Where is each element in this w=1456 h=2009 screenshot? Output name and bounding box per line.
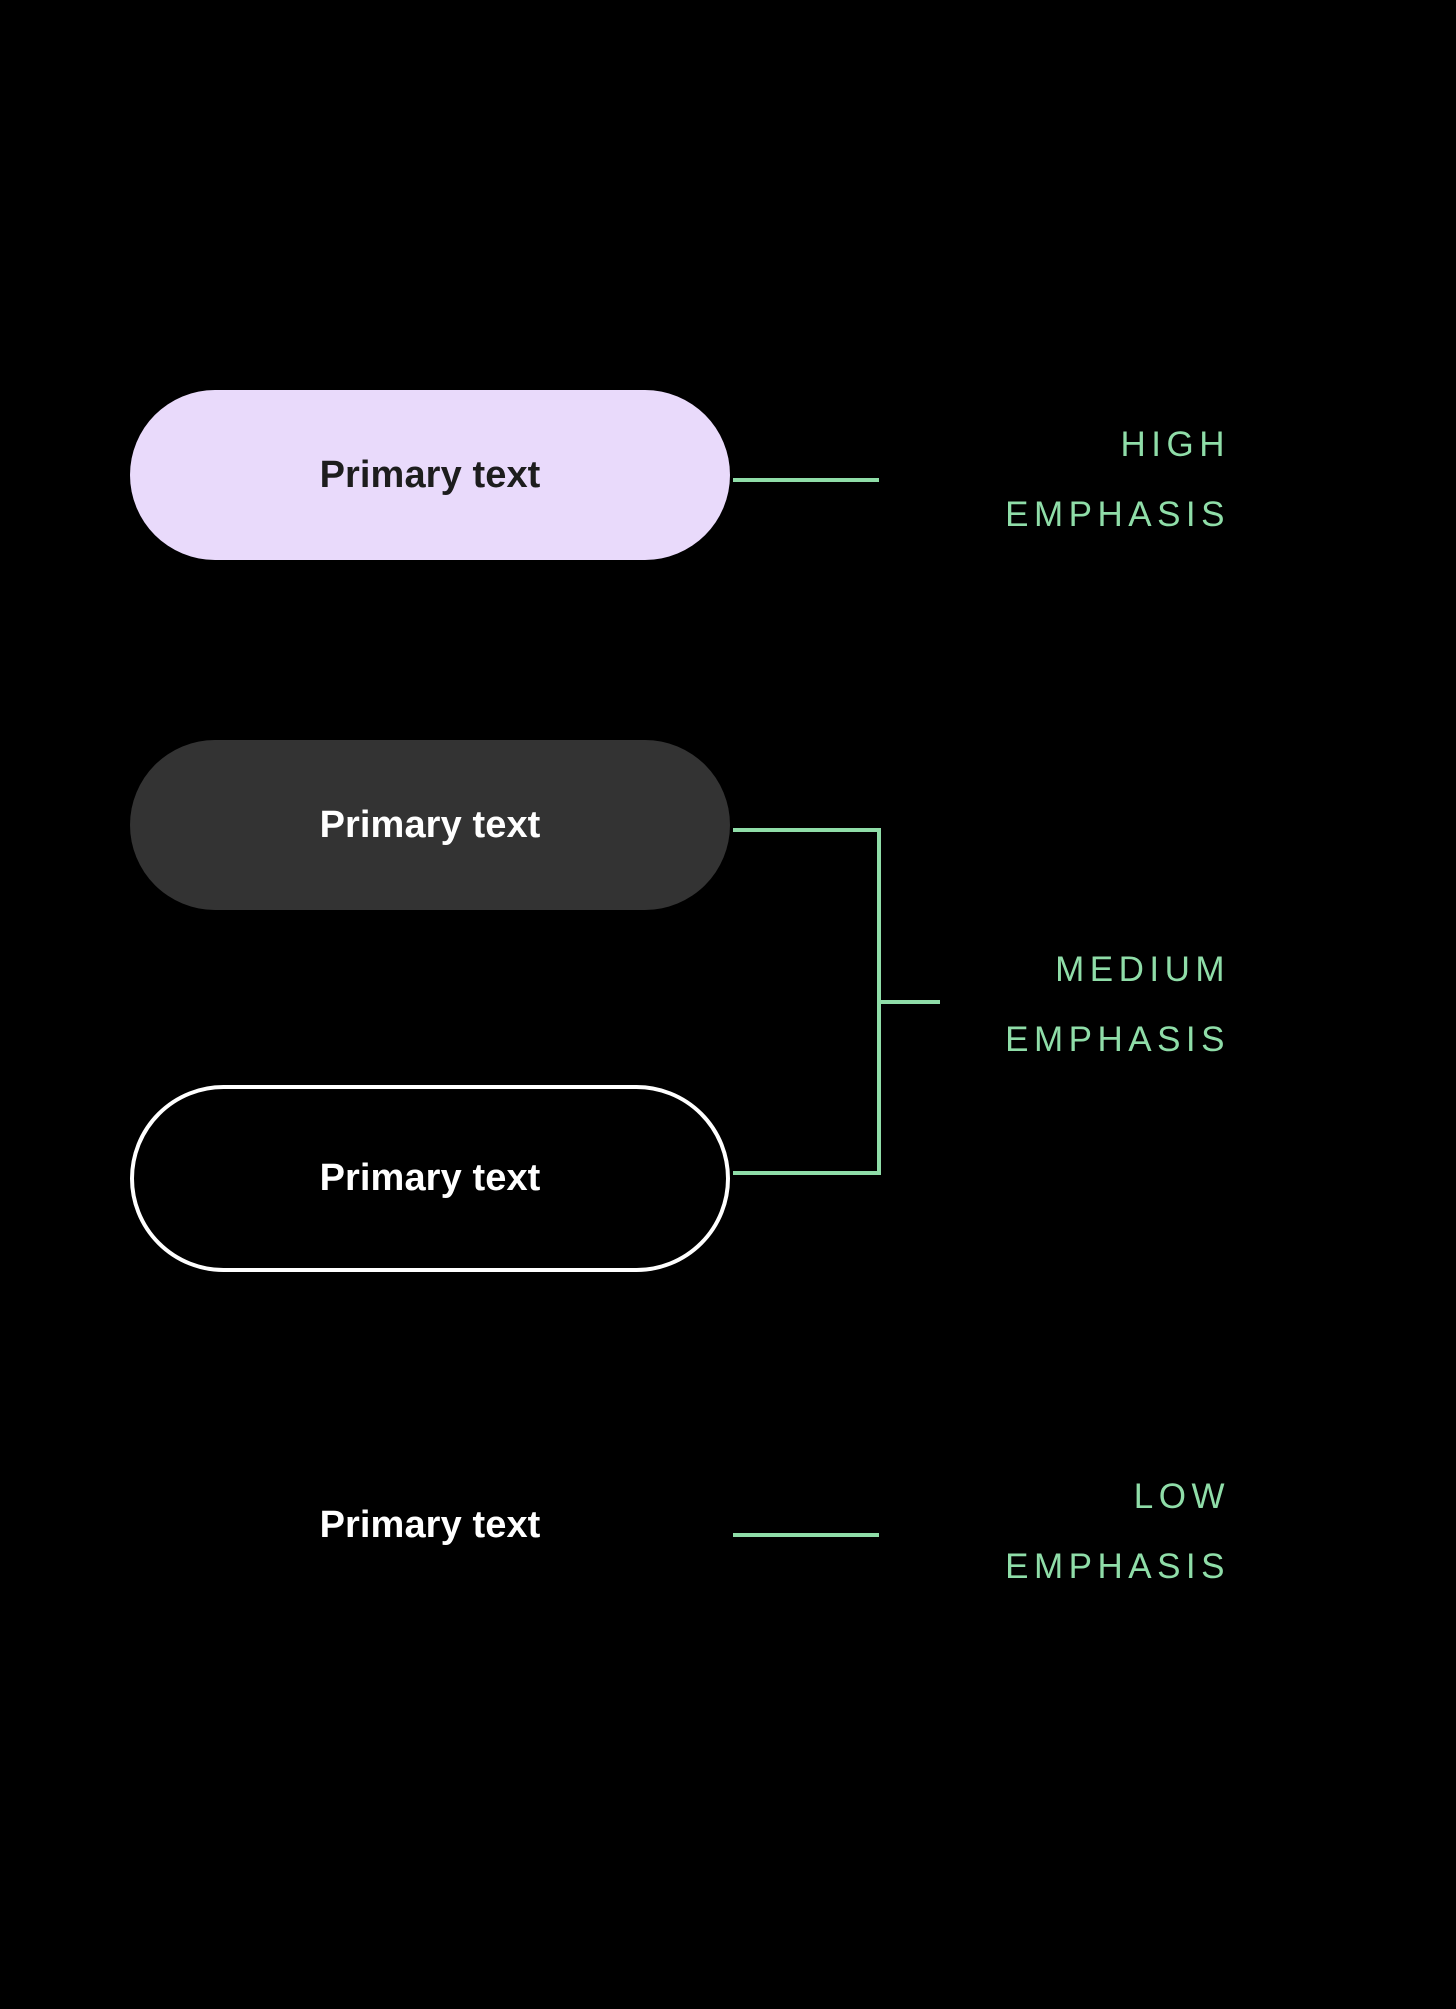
- button-label: Primary text: [319, 1503, 541, 1546]
- connector-bracket-bottom-medium-emphasis: [733, 1171, 881, 1175]
- annotation-label-high-emphasis: HIGH EMPHASIS: [1005, 425, 1230, 534]
- connector-line-low-emphasis: [733, 1533, 879, 1537]
- connector-line-high-emphasis: [733, 478, 879, 482]
- primary-button-text-low-emphasis[interactable]: Primary text: [130, 1480, 730, 1570]
- primary-button-filled-high-emphasis[interactable]: Primary text: [130, 390, 730, 560]
- button-label: Primary text: [319, 453, 541, 496]
- button-label: Primary text: [319, 1157, 541, 1199]
- connector-bracket-top-medium-emphasis: [733, 828, 881, 832]
- button-label: Primary text: [319, 803, 541, 846]
- primary-button-outlined-medium-emphasis[interactable]: Primary text: [130, 1085, 730, 1272]
- annotation-label-medium-emphasis: MEDIUM EMPHASIS: [1005, 950, 1230, 1059]
- connector-bracket-stub-medium-emphasis: [877, 1000, 940, 1004]
- primary-button-filled-medium-emphasis[interactable]: Primary text: [130, 740, 730, 910]
- annotation-label-low-emphasis: LOW EMPHASIS: [1005, 1477, 1230, 1586]
